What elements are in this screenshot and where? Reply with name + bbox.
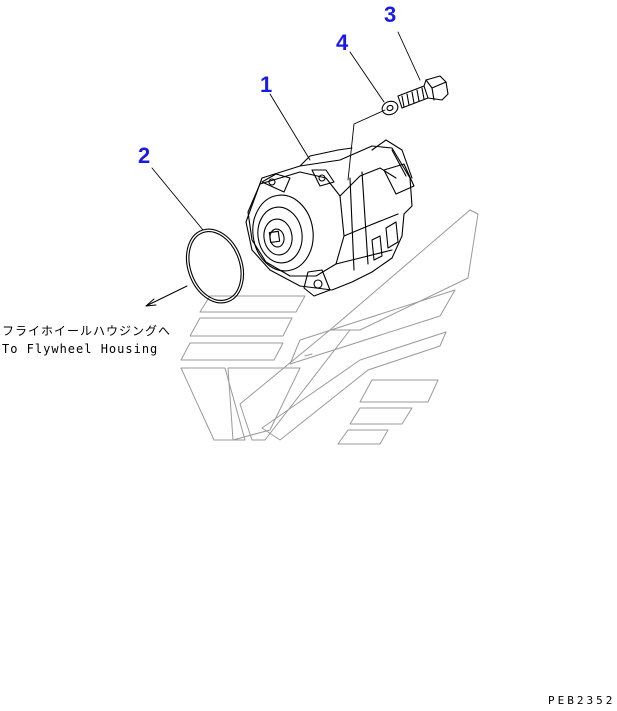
leader-lines [151,31,421,231]
note-jp: フライホイールハウジングへ [2,324,172,338]
leader-3 [397,31,421,81]
note-en: To Flywheel Housing [2,342,159,356]
leader-1 [269,93,311,161]
callout-4: 4 [336,30,349,55]
washer [381,100,399,116]
bolt [397,75,449,109]
background-watermark [180,209,479,445]
o-ring [185,228,245,304]
callout-3: 3 [384,2,397,27]
callout-2: 2 [138,143,151,168]
leader-2 [151,167,204,231]
drawing-code: PEB2352 [548,694,616,707]
callout-1: 1 [260,72,273,97]
pump-assembly [245,139,415,297]
direction-arrow [145,285,188,307]
leader-4 [349,51,385,103]
leader-4b [347,109,386,181]
